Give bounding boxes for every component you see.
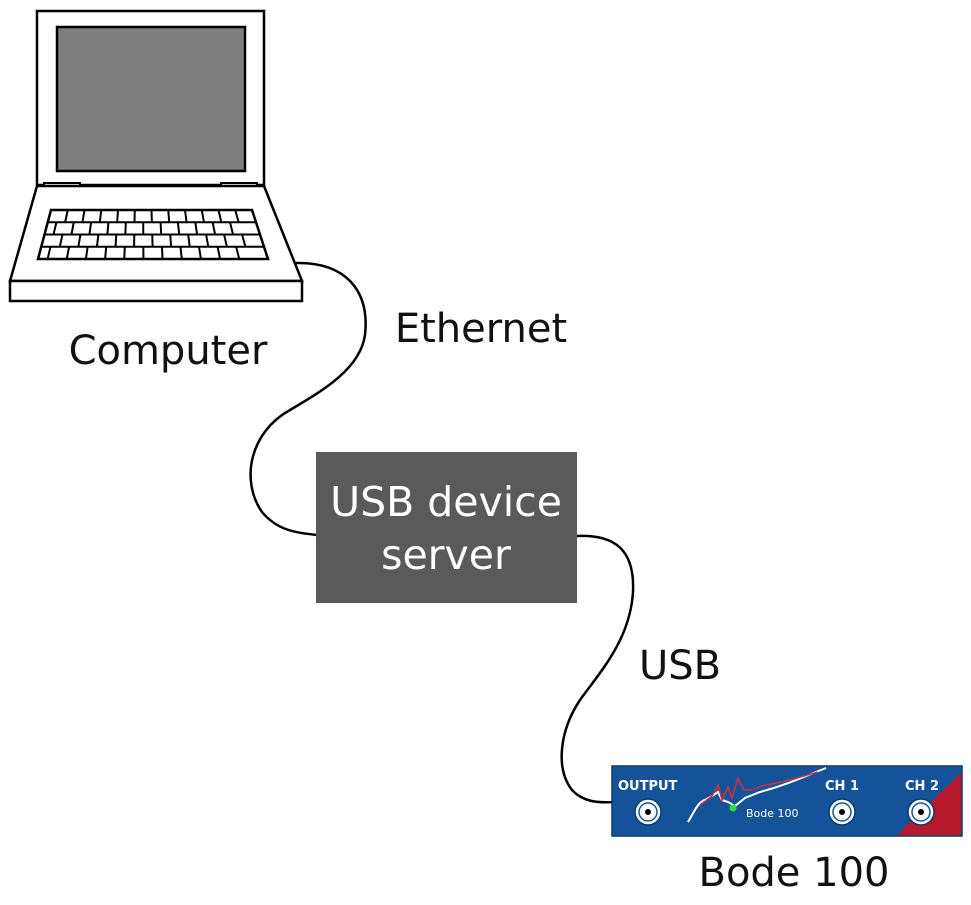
ch2-label: CH 2 [905, 779, 939, 794]
ethernet-label: Ethernet [395, 306, 567, 352]
bode-100-label: Bode 100 [699, 850, 890, 896]
output-connector-icon [635, 799, 661, 825]
server-label-line1: USB device [330, 478, 562, 526]
ch1-connector-icon [829, 799, 855, 825]
computer-label: Computer [69, 328, 268, 374]
laptop-screen [57, 27, 245, 171]
ch1-label: CH 1 [825, 779, 859, 794]
usb-label: USB [639, 643, 721, 689]
output-label: OUTPUT [618, 779, 678, 794]
server-box [316, 452, 577, 603]
usb-device-server: USB device server [316, 452, 577, 603]
bode-100-panel-icon: OUTPUT CH 1 CH 2 Bode 100 [612, 766, 962, 836]
panel-model-label: Bode 100 [746, 807, 799, 820]
server-label-line2: server [381, 531, 511, 579]
ch2-connector-icon [908, 799, 934, 825]
laptop-icon [10, 11, 302, 301]
status-led-icon [730, 805, 737, 812]
